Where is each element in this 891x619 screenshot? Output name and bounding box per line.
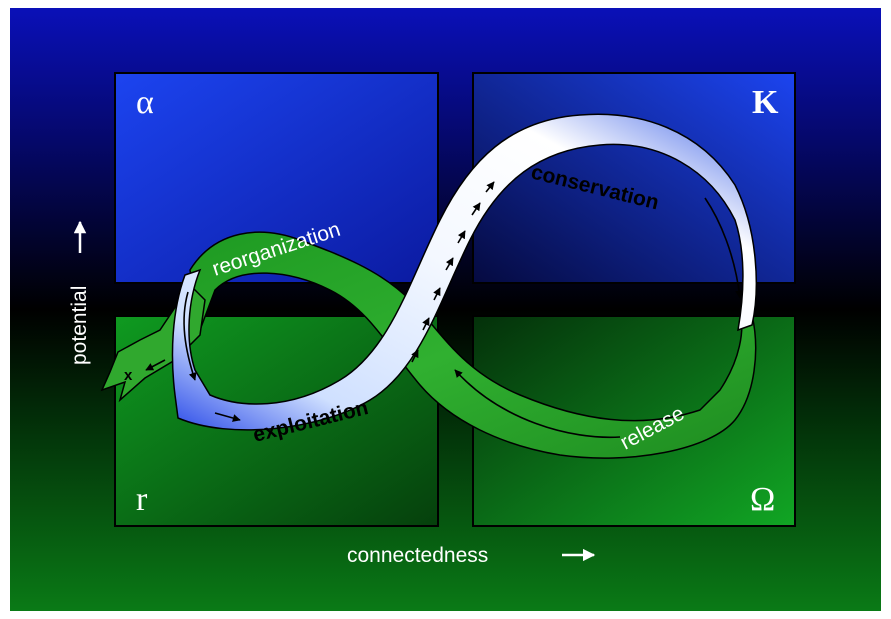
flow-arrow xyxy=(454,369,621,439)
flow-arrow xyxy=(471,202,481,216)
front-loop-white-band xyxy=(171,113,757,431)
flow-arrow xyxy=(704,197,744,299)
flow-arrow xyxy=(145,359,166,371)
flow-arrows xyxy=(145,181,744,439)
exit-label: x xyxy=(124,367,133,384)
x-axis-label: connectedness xyxy=(347,544,488,567)
flow-arrow xyxy=(445,257,454,271)
flow-arrow xyxy=(183,291,197,381)
flow-arrow xyxy=(214,412,241,422)
flow-arrow xyxy=(485,181,495,193)
quadrant-k-label: K xyxy=(752,84,779,121)
flow-arrow xyxy=(422,317,430,331)
quadrant-r-label: r xyxy=(136,481,148,518)
y-axis-label: potential xyxy=(68,286,91,365)
flow-arrow xyxy=(457,230,466,244)
quadrant-omega-label: Ω xyxy=(750,481,775,518)
quadrant-alpha-label: α xyxy=(136,84,154,121)
flow-arrow xyxy=(433,287,441,301)
flow-arrow xyxy=(411,349,419,363)
